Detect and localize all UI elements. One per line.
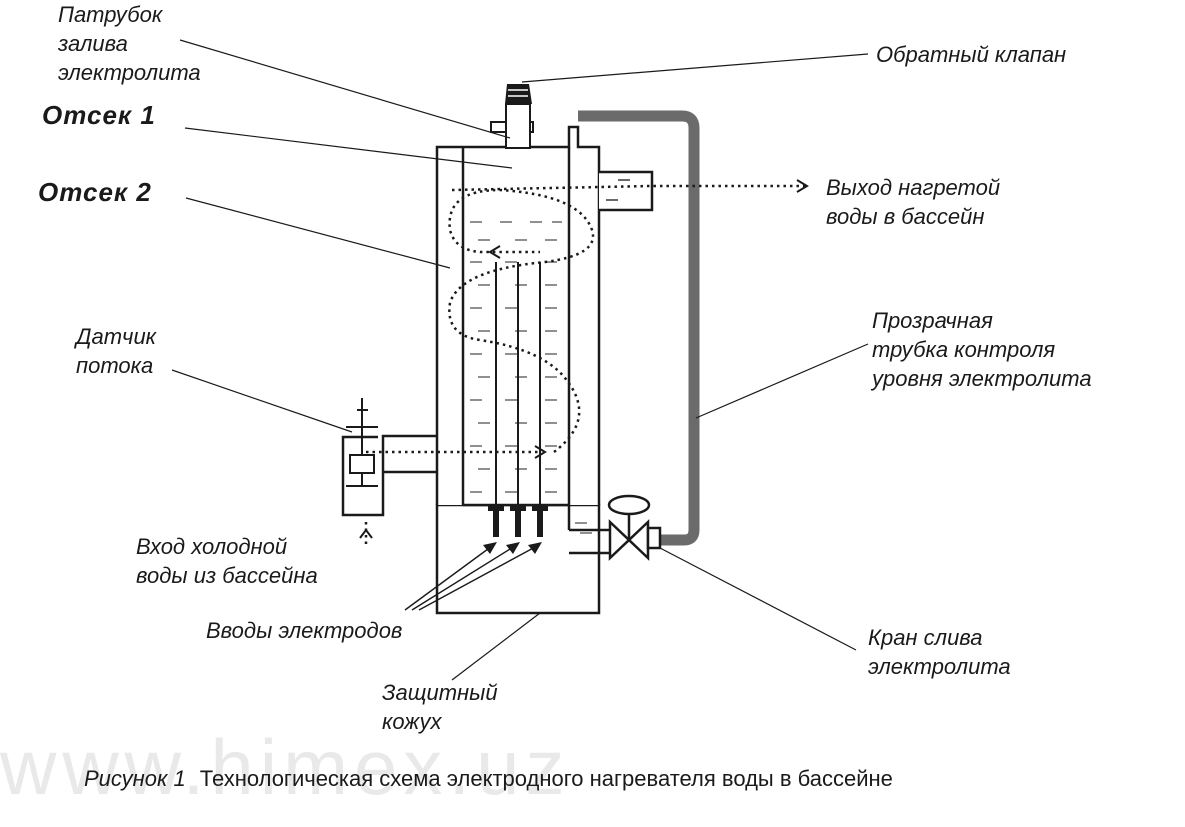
electrode-pointer-heads [483, 542, 542, 554]
flow-arrowheads [359, 179, 809, 539]
electrodes [495, 262, 541, 506]
label-compartment-2: Отсек 2 [38, 177, 152, 207]
fill-pipe [505, 103, 531, 149]
label-drain-valve: Кран слива электролита [868, 625, 1011, 679]
label-casing: Защитный кожух [382, 680, 498, 734]
electrode-pointer-lines [404, 545, 538, 611]
figure-caption: Рисунок 1 Технологическая схема электродн… [84, 764, 893, 794]
label-compartment-1: Отсек 1 [42, 100, 156, 130]
label-hot-water-out: Выход нагретой воды в бассейн [826, 175, 1001, 229]
drain-pipe [569, 528, 610, 555]
flow-sensor [346, 398, 378, 487]
electrolyte-fill [470, 221, 592, 534]
level-control-tube [578, 110, 700, 546]
label-flow-sensor: Датчик потока [76, 324, 157, 378]
outlet-pipe [599, 170, 654, 212]
drain-valve [607, 494, 662, 561]
watermark: www.himex.uz [0, 723, 571, 811]
caption-number: Рисунок 1 [84, 766, 186, 791]
label-electrode-inputs: Вводы электродов [206, 618, 403, 643]
leader-lines [171, 39, 869, 681]
label-level-tube: Прозрачная трубка контроля уровня электр… [872, 308, 1092, 391]
inlet-pipe [341, 434, 437, 517]
caption-text: Технологическая схема электродного нагре… [199, 766, 893, 791]
electrode-terminals [488, 505, 548, 537]
label-fill-pipe: Патрубок залива электролита [58, 2, 201, 85]
check-valve-body [505, 84, 532, 104]
label-cold-water-in: Вход холодной воды из бассейна [136, 534, 318, 588]
label-check-valve: Обратный клапан [876, 42, 1067, 67]
flow-path [364, 184, 805, 544]
